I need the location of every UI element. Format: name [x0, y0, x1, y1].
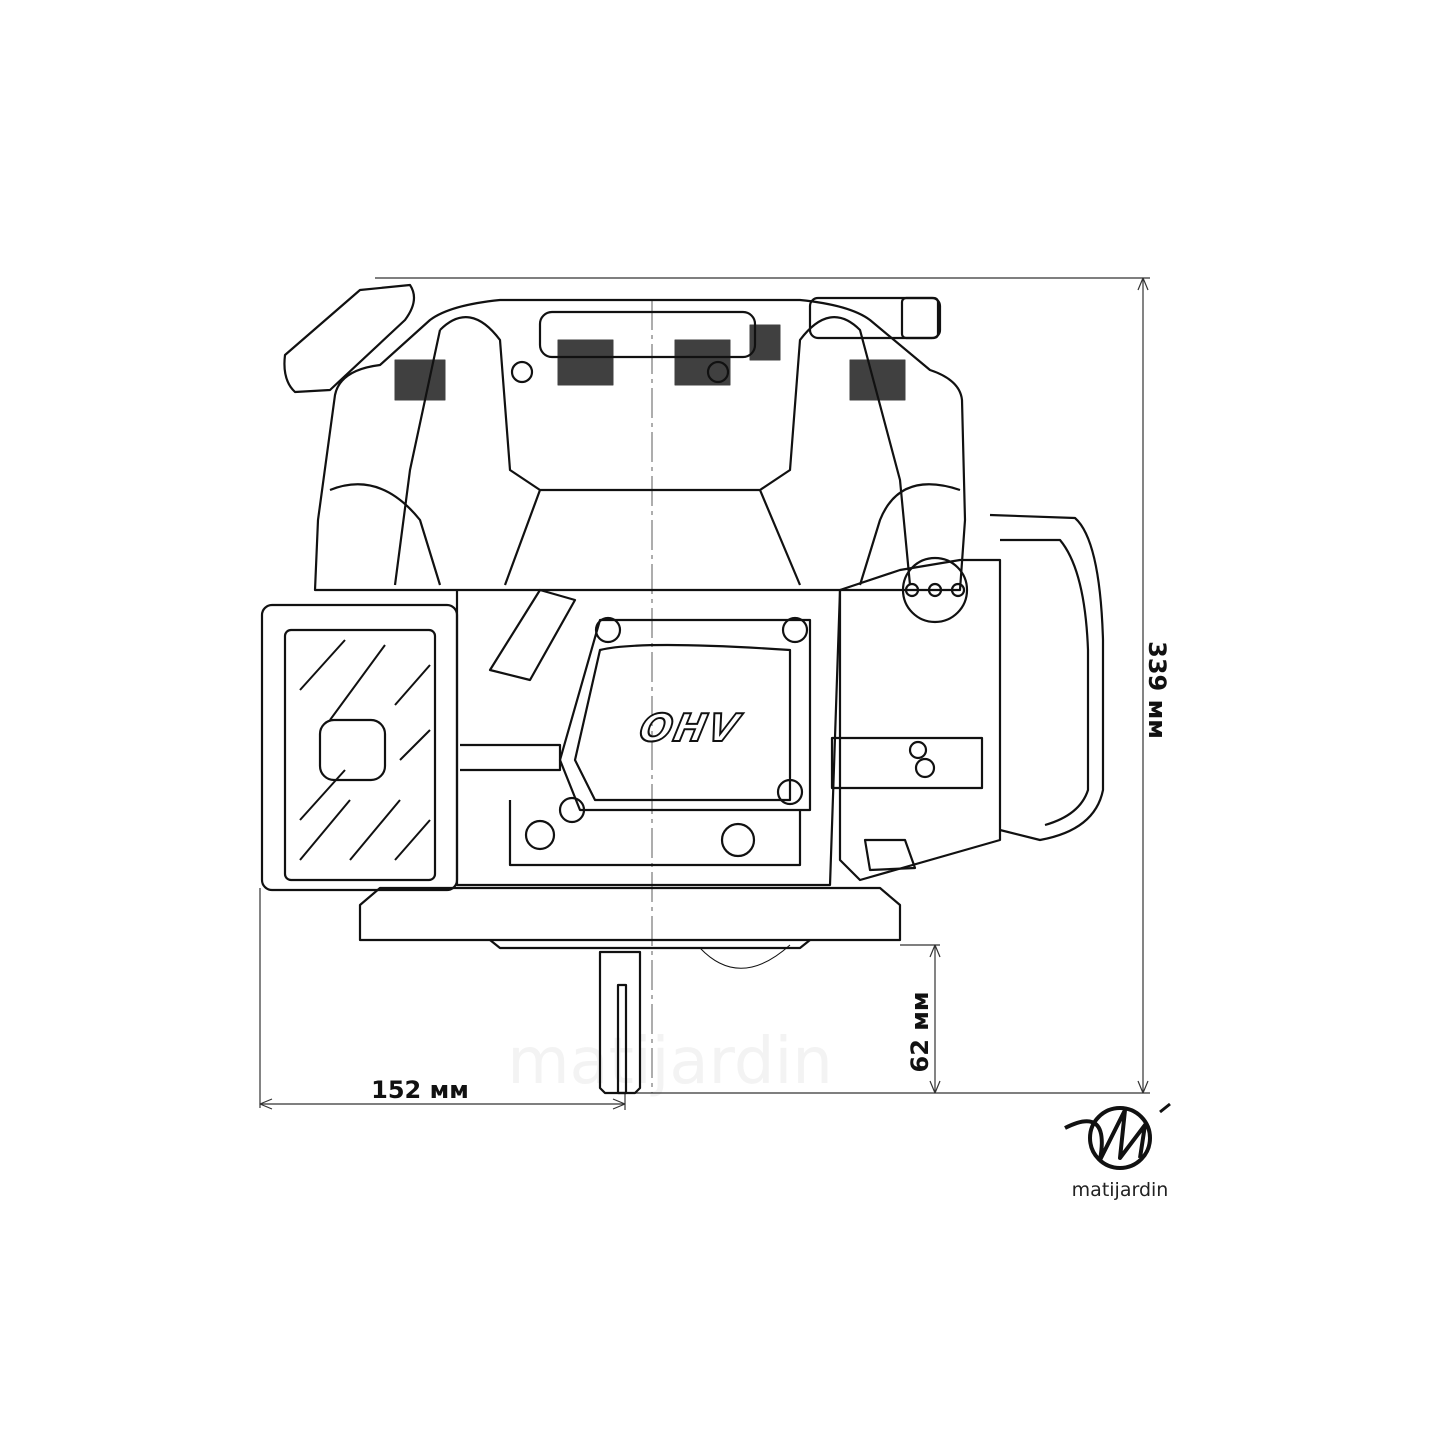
- crankshaft: [598, 950, 642, 1095]
- cooling-grille: [394, 324, 906, 401]
- air-filter: [830, 513, 1105, 882]
- shaft-offset-dimension-label: 152 мм: [371, 1076, 469, 1104]
- height-dimension-label: 339 мм: [1143, 641, 1171, 739]
- muffler: [260, 603, 459, 892]
- mounting-base: [358, 886, 902, 969]
- matijardin-logo-icon: [1064, 1102, 1171, 1170]
- dimension-lines: [259, 277, 1150, 1110]
- watermark: matijardin: [507, 1025, 833, 1099]
- shaft-length-dimension-label: 62 мм: [906, 991, 934, 1073]
- logo-brand-text: matijardin: [1071, 1179, 1169, 1201]
- engine-shroud: [283, 283, 967, 592]
- ohv-label: OHV: [635, 705, 746, 751]
